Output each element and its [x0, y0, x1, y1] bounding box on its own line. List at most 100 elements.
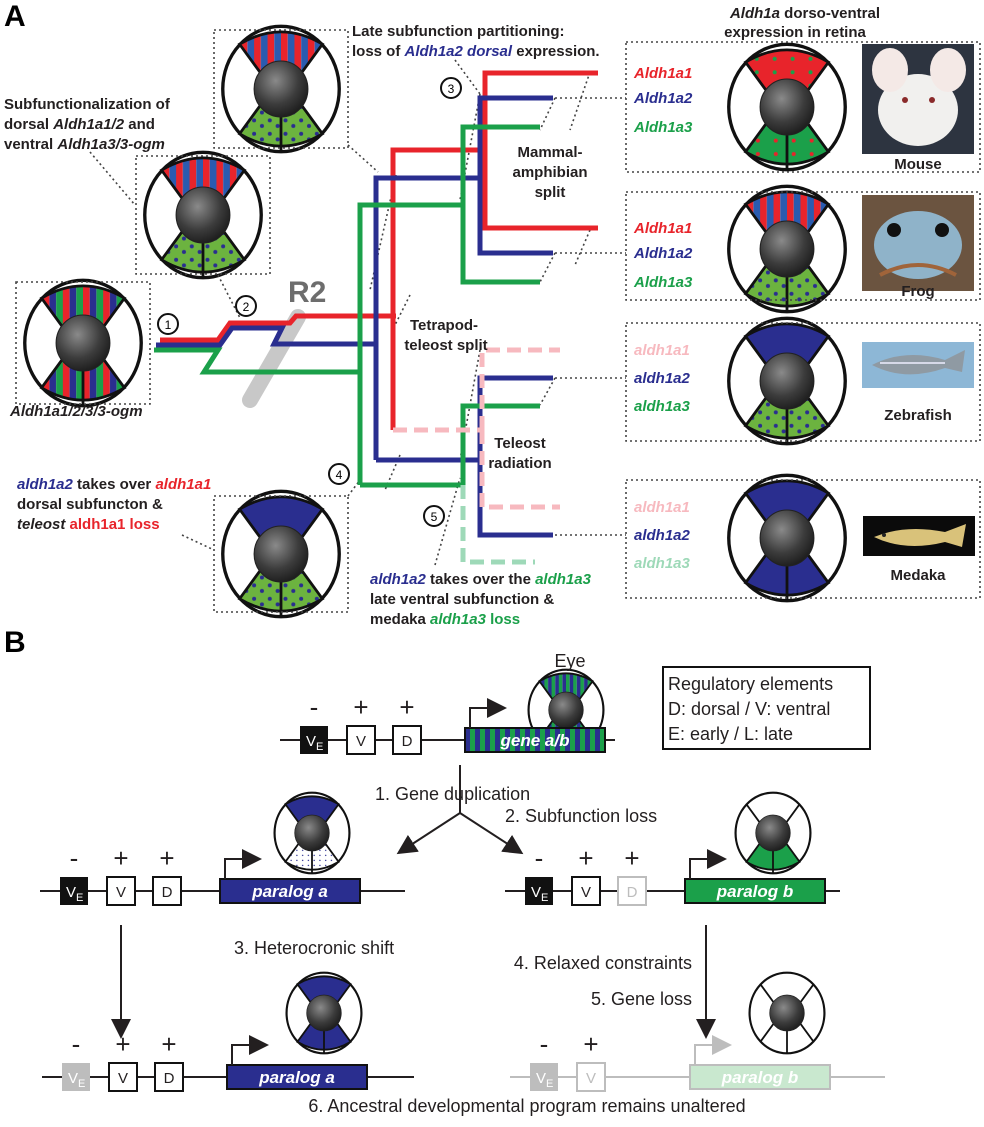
tetrapod-split-line1: Tetrapod-	[410, 317, 478, 334]
gene-label-frog-3: Aldh1a3	[633, 274, 693, 291]
d-sign: +	[399, 692, 414, 722]
ve-sign: -	[540, 1029, 549, 1059]
note4-line3: teleost aldh1a1 loss	[17, 516, 160, 533]
eyes-layer	[23, 24, 847, 1055]
v-element-box	[571, 876, 601, 906]
d-element-label: D	[402, 733, 413, 750]
d-element-label: D	[162, 884, 173, 901]
gene-label-zebrafish-1: aldh1a1	[634, 342, 690, 359]
species-name-zebrafish: Zebrafish	[884, 407, 952, 424]
svg-text:1: 1	[165, 318, 172, 332]
gene-label-frog-1: Aldh1a1	[633, 220, 692, 237]
note5-line2: late ventral subfunction &	[370, 591, 554, 608]
retina-title-line1: Aldh1a dorso-ventral	[729, 5, 880, 22]
legend-line2: D: dorsal / V: ventral	[668, 699, 830, 719]
d-element-box	[152, 876, 182, 906]
branch-aldh1a3-lost	[460, 485, 535, 565]
eye-paralog-a-shifted	[285, 971, 363, 1055]
legend-line1: Regulatory elements	[668, 674, 833, 694]
node-5: 5	[423, 505, 445, 527]
ancestral-eye-box	[15, 281, 151, 405]
gene-body	[226, 1064, 368, 1090]
gene-body	[684, 878, 826, 904]
v-element-label: V	[118, 1070, 128, 1087]
retina-title-line2: expression in retina	[724, 24, 866, 41]
mammal-split-line2: amphibian	[512, 164, 587, 181]
eye-paralog-b-lost	[748, 971, 826, 1055]
svg-text:2: 2	[243, 300, 250, 314]
eye-paralog-b	[734, 791, 812, 875]
eye-teleost-ancestor	[221, 489, 341, 619]
subfunc-title-line3: ventral Aldh1a3/3-ogm	[4, 136, 165, 153]
gene-label-zebrafish-2: aldh1a2	[634, 370, 691, 387]
teleost-eye-box	[213, 495, 349, 613]
eye-medaka	[727, 473, 847, 603]
node-1: 1	[157, 313, 179, 335]
eye-zebrafish	[727, 316, 847, 446]
ve-element-box	[300, 726, 328, 754]
medaka-photo	[863, 516, 975, 556]
teleost-radiation-line1: Teleost	[494, 435, 545, 452]
species-name-frog: Frog	[901, 283, 934, 300]
v-element-label: V	[586, 1070, 596, 1087]
ve-element-label: VE	[66, 884, 83, 904]
eye-paralog-a	[273, 791, 351, 875]
zebrafish-photo	[862, 342, 974, 388]
v-element-label: V	[116, 884, 126, 901]
subfunc-title-line1: Subfunctionalization of	[4, 96, 171, 113]
ve-sign: -	[72, 1029, 81, 1059]
zebrafish-box	[625, 322, 981, 442]
note4-line2: dorsal subfuncton &	[17, 496, 163, 513]
promoter-arrowhead	[712, 1035, 732, 1055]
note5-line1: aldh1a2 takes over the aldh1a3	[370, 571, 592, 588]
gene-label-medaka-2: aldh1a2	[634, 527, 691, 544]
ve-sign: -	[310, 692, 319, 722]
mouse-box	[625, 41, 981, 173]
gene-body-label: paralog a	[251, 882, 328, 901]
medaka-box	[625, 479, 981, 599]
branch-aldh1a1-trunk	[160, 313, 396, 343]
ve-element-box	[62, 1063, 90, 1091]
eye-subfunctionalized	[143, 150, 263, 280]
node-3: 3	[440, 77, 462, 99]
v-sign: +	[113, 843, 128, 873]
leader-note4	[181, 534, 215, 551]
ve-sign: -	[70, 843, 79, 873]
node-markers: 1 2 3 4 5	[157, 77, 462, 527]
leader-late-eye	[347, 144, 379, 173]
species-gene-lists: Aldh1a1Aldh1a2Aldh1a3Aldh1a1Aldh1a2Aldh1…	[633, 65, 693, 572]
gene-body	[219, 878, 361, 904]
frog-box	[625, 191, 981, 301]
v-element-label: V	[356, 733, 366, 750]
step-5-label: 5. Gene loss	[591, 989, 692, 1009]
d-element-box	[392, 725, 422, 755]
v-element-label: V	[581, 884, 591, 901]
ve-element-box	[530, 1063, 558, 1091]
d-element-label: D	[627, 884, 638, 901]
promoter-arrow	[224, 858, 245, 879]
leader-subfunc	[89, 151, 136, 206]
ve-element-label: VE	[68, 1070, 85, 1090]
ve-element-box	[60, 877, 88, 905]
promoter-arrowhead	[249, 1035, 269, 1055]
subfunc-title-line2: dorsal Aldh1a1/2 and	[4, 116, 155, 133]
v-element-box	[346, 725, 376, 755]
promoter-arrow	[689, 858, 710, 879]
gene-label-medaka-3: aldh1a3	[634, 555, 691, 572]
step-1-label: 1. Gene duplication	[375, 784, 530, 804]
eye-mouse	[727, 42, 847, 172]
gene-tree	[154, 70, 598, 565]
duplication-fork	[111, 765, 716, 1039]
tetrapod-split-line2: teleost split	[404, 337, 487, 354]
ve-sign: -	[535, 843, 544, 873]
teleost-radiation-line2: radiation	[488, 455, 551, 472]
late-eye-box	[213, 29, 349, 149]
v-sign: +	[583, 1029, 598, 1059]
note4-line1: aldh1a2 takes over aldh1a1	[17, 476, 211, 493]
legend-line3: E: early / L: late	[668, 724, 793, 744]
gene-body-label: paralog a	[258, 1068, 335, 1087]
branch-aldh1a2-trunk	[156, 325, 376, 348]
